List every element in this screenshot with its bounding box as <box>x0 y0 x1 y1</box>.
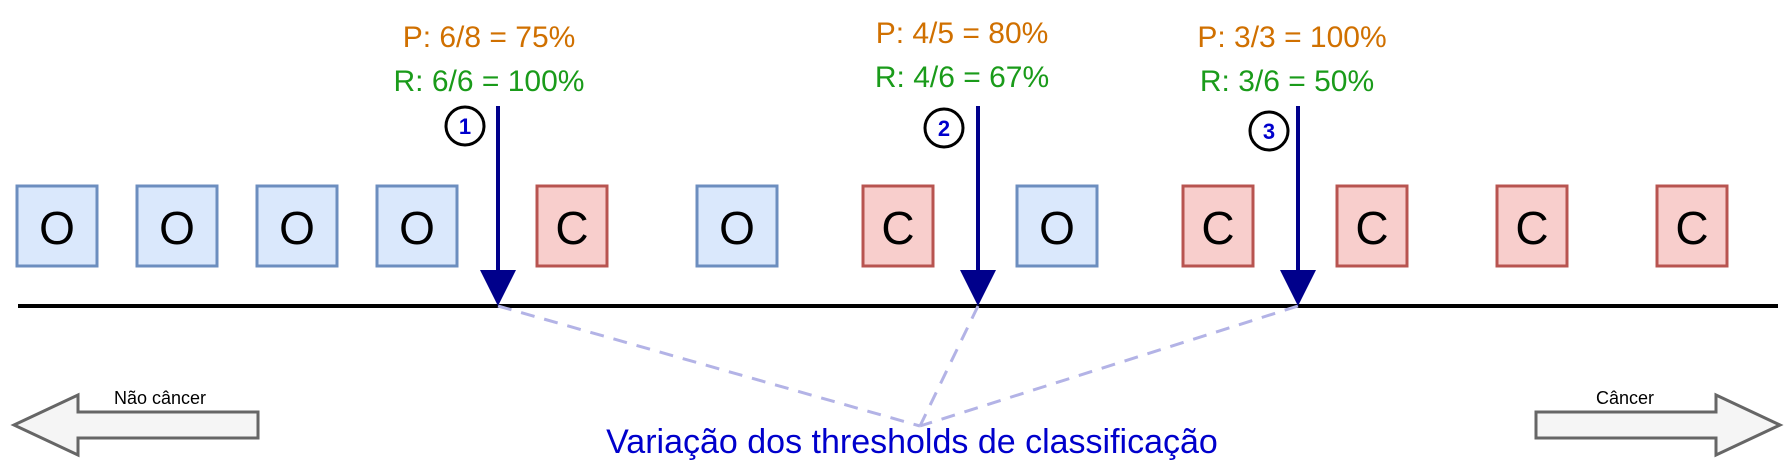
sample-box: C <box>1495 184 1569 268</box>
left-arrow-icon <box>10 392 260 458</box>
threshold-connector-1 <box>497 304 921 428</box>
threshold-2-number: 2 <box>938 116 950 141</box>
sample-label: C <box>881 202 914 254</box>
threshold-1-number: 1 <box>459 114 471 139</box>
threshold-3-precision: P: 3/3 = 100% <box>1197 21 1386 54</box>
sample-label: C <box>1515 202 1548 254</box>
cancer-direction: Câncer <box>1534 388 1784 458</box>
sample-box: O <box>135 184 219 268</box>
threshold-2-precision: P: 4/5 = 80% <box>876 17 1049 50</box>
threshold-1: P: 6/8 = 75% R: 6/6 = 100% 1 <box>394 21 585 306</box>
threshold-2: P: 4/5 = 80% R: 4/6 = 67% 2 <box>875 17 1049 306</box>
non-cancer-direction: Não câncer <box>10 388 260 458</box>
sample-box: O <box>255 184 339 268</box>
sample-box: C <box>1655 184 1729 268</box>
sample-box-ordinary <box>375 184 459 268</box>
sample-box-cancer <box>1335 184 1409 268</box>
threshold-3-number: 3 <box>1263 119 1275 144</box>
threshold-1-precision: P: 6/8 = 75% <box>403 21 576 54</box>
sample-label: O <box>719 202 755 254</box>
sample-boxes: O O O O C O C O <box>15 184 1729 268</box>
sample-label: O <box>1039 202 1075 254</box>
diagram-caption: Variação dos thresholds de classificação <box>606 423 1218 460</box>
right-arrow-label: Câncer <box>1596 388 1654 408</box>
threshold-3-marker <box>1248 110 1290 152</box>
sample-box: O <box>375 184 459 268</box>
sample-box-ordinary <box>135 184 219 268</box>
sample-box: C <box>861 184 935 268</box>
sample-label: C <box>555 202 588 254</box>
sample-box-ordinary <box>695 184 779 268</box>
sample-box-cancer <box>535 184 609 268</box>
threshold-3-arrowhead <box>1280 270 1316 306</box>
sample-box-cancer <box>1181 184 1255 268</box>
left-arrow-label: Não câncer <box>114 388 206 408</box>
right-arrow-icon <box>1534 392 1784 458</box>
sample-label: C <box>1675 202 1708 254</box>
sample-box: O <box>695 184 779 268</box>
threshold-1-recall: R: 6/6 = 100% <box>394 65 585 98</box>
sample-box-ordinary <box>15 184 99 268</box>
sample-label: O <box>159 202 195 254</box>
sample-label: O <box>399 202 435 254</box>
threshold-connector-lines <box>497 304 1299 428</box>
threshold-1-marker <box>444 105 486 147</box>
sample-box: C <box>535 184 609 268</box>
threshold-connector-3 <box>919 304 1299 428</box>
sample-box-cancer <box>861 184 935 268</box>
sample-box-cancer <box>1495 184 1569 268</box>
threshold-1-arrowhead <box>480 270 516 306</box>
threshold-2-marker <box>923 107 965 149</box>
threshold-connector-2 <box>918 305 980 427</box>
sample-label: O <box>39 202 75 254</box>
sample-box: C <box>1335 184 1409 268</box>
sample-box: O <box>1015 184 1099 268</box>
sample-label: C <box>1201 202 1234 254</box>
threshold-3: P: 3/3 = 100% R: 3/6 = 50% 3 <box>1197 21 1387 306</box>
sample-label: O <box>279 202 315 254</box>
threshold-3-recall: R: 3/6 = 50% <box>1200 65 1374 98</box>
sample-box-ordinary <box>255 184 339 268</box>
sample-box-ordinary <box>1015 184 1099 268</box>
threshold-2-arrowhead <box>960 270 996 306</box>
threshold-2-recall: R: 4/6 = 67% <box>875 61 1049 94</box>
sample-label: C <box>1355 202 1388 254</box>
sample-box: O <box>15 184 99 268</box>
sample-box: C <box>1181 184 1255 268</box>
sample-box-cancer <box>1655 184 1729 268</box>
